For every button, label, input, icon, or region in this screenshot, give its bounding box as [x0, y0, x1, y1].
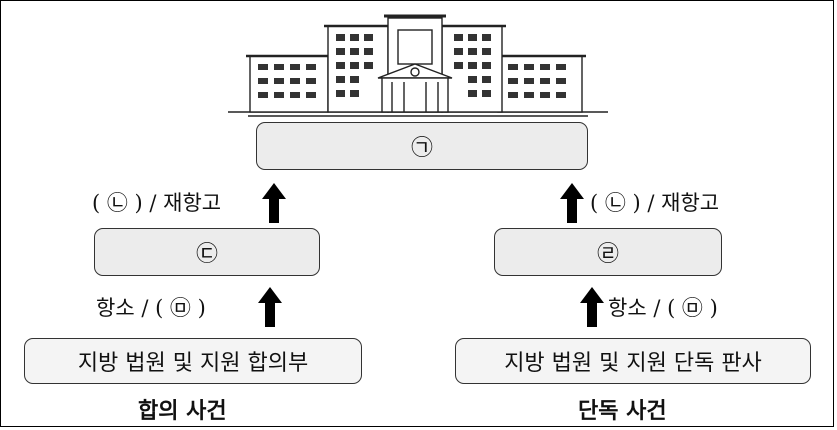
- right-appellate-label: ㉣: [596, 242, 619, 267]
- left-lower-label: 항소 / ( ㉤ ): [96, 296, 206, 320]
- supreme-court-label: ㉠: [410, 136, 433, 161]
- left-lower-up-arrow-icon: [258, 287, 282, 327]
- left-appeal-label: ( ㉡ ) / 재항고: [92, 191, 222, 215]
- right-caption: 단독 사건: [578, 399, 667, 424]
- court-building-icon: [228, 14, 608, 117]
- right-up-arrow-icon: [560, 183, 584, 223]
- left-appellate-label: ㉢: [195, 242, 218, 267]
- right-appeal-label: ( ㉡ ) / 재항고: [590, 191, 720, 215]
- right-lower-up-arrow-icon: [580, 287, 604, 327]
- right-district-court-box: 지방 법원 및 지원 단독 판사: [455, 338, 811, 384]
- left-caption: 합의 사건: [138, 399, 227, 424]
- left-district-court-label: 지방 법원 및 지원 합의부: [77, 351, 309, 376]
- left-district-court-box: 지방 법원 및 지원 합의부: [24, 338, 362, 384]
- supreme-court-box: ㉠: [256, 122, 588, 170]
- right-lower-label: 항소 / ( ㉤ ): [608, 296, 718, 320]
- right-district-court-label: 지방 법원 및 지원 단독 판사: [504, 351, 762, 376]
- left-up-arrow-icon: [262, 183, 286, 223]
- right-appellate-box: ㉣: [494, 228, 722, 276]
- left-appellate-box: ㉢: [94, 228, 320, 276]
